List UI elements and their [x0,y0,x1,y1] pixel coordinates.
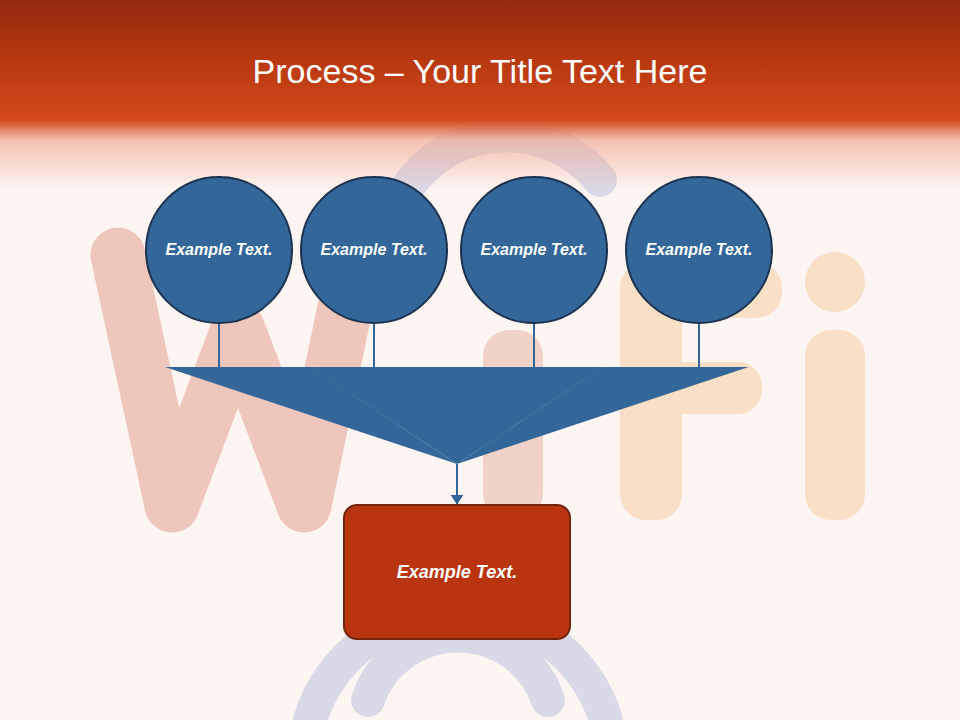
process-circle: Example Text. [300,176,448,324]
header-band [0,0,960,190]
letter-i [805,252,865,520]
result-box: Example Text. [343,504,571,640]
node-text: Example Text. [480,238,587,261]
process-circle: Example Text. [460,176,608,324]
funnel-connector [451,324,749,504]
funnel-connector [311,324,463,504]
node-text: Example Text. [397,559,517,585]
funnel-connector [165,324,463,504]
process-circle: Example Text. [625,176,773,324]
node-text: Example Text. [645,238,752,261]
process-circle: Example Text. [145,176,293,324]
slide-title: Process – Your Title Text Here [0,52,960,91]
node-text: Example Text. [320,238,427,261]
node-text: Example Text. [165,238,272,261]
